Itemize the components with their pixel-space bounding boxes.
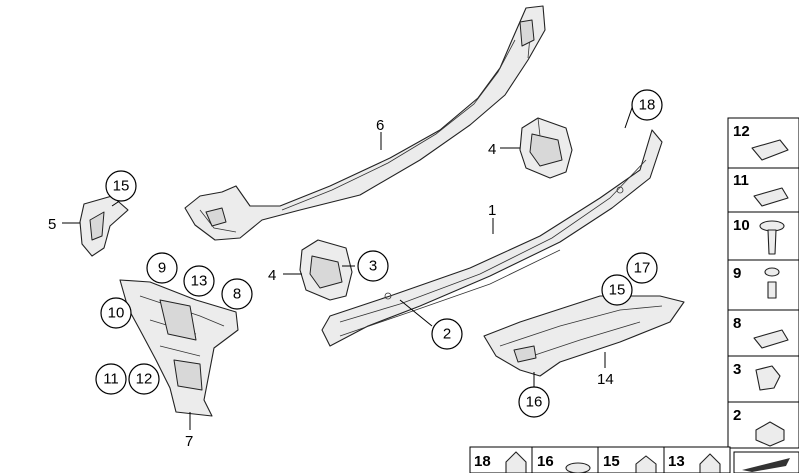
label-1: 1 xyxy=(488,202,496,219)
callout-11: 11 xyxy=(95,363,127,395)
label-4-lower: 4 xyxy=(268,267,276,284)
label-6: 6 xyxy=(376,117,384,134)
panel-item-13: 13 xyxy=(663,446,731,473)
svg-text:18: 18 xyxy=(474,453,491,470)
callout-8: 8 xyxy=(221,278,253,310)
svg-text:8: 8 xyxy=(233,286,241,303)
panel-item-11: 11 xyxy=(727,167,799,213)
bolt-9-icon xyxy=(767,281,777,299)
panel-item-8: 8 xyxy=(727,309,799,357)
part-4-upper-bracket xyxy=(519,117,573,179)
label-14: 14 xyxy=(597,371,614,388)
fastener-panel-right: 12 11 10 9 8 xyxy=(727,117,799,473)
hex-bolt-3-icon xyxy=(755,365,781,391)
part-1-bumper-beam xyxy=(321,129,663,347)
svg-text:8: 8 xyxy=(733,315,741,332)
part-6-carrier xyxy=(184,5,546,241)
part-labels: 6 4 1 5 4 14 7 xyxy=(48,117,614,450)
svg-text:10: 10 xyxy=(108,305,125,322)
svg-text:2: 2 xyxy=(733,407,741,424)
callout-2: 2 xyxy=(431,318,463,350)
svg-text:13: 13 xyxy=(191,273,208,290)
callout-17: 17 xyxy=(626,252,658,284)
leader-lines xyxy=(62,104,634,430)
callout-18: 18 xyxy=(631,89,663,121)
svg-text:13: 13 xyxy=(668,453,685,470)
svg-text:3: 3 xyxy=(733,361,741,378)
callout-10: 10 xyxy=(100,297,132,329)
diagram-reference-icon xyxy=(733,451,799,473)
part-4-lower-bracket xyxy=(299,239,353,301)
panel-item-2: 2 xyxy=(727,401,799,449)
callout-3: 3 xyxy=(357,250,389,282)
svg-text:15: 15 xyxy=(603,453,620,470)
svg-text:17: 17 xyxy=(634,260,651,277)
panel-item-15: 15 xyxy=(597,446,665,473)
panel-item-18: 18 xyxy=(469,446,533,473)
clip-nut-8-icon xyxy=(753,329,789,349)
callout-16: 16 xyxy=(518,386,550,418)
screw-16-icon xyxy=(565,462,591,473)
label-7: 7 xyxy=(185,433,193,450)
callout-9: 9 xyxy=(146,252,178,284)
nut-2-icon xyxy=(755,421,785,447)
nut-15-icon xyxy=(635,455,657,473)
svg-text:18: 18 xyxy=(639,97,656,114)
svg-text:11: 11 xyxy=(103,371,119,388)
callout-12: 12 xyxy=(128,363,160,395)
callout-13: 13 xyxy=(183,265,215,297)
screw-10-shaft-icon xyxy=(767,229,777,255)
fastener-panel-bottom: 18 16 15 13 xyxy=(469,446,731,473)
washer-9-icon xyxy=(764,267,780,277)
svg-text:2: 2 xyxy=(443,326,451,343)
svg-text:15: 15 xyxy=(113,178,130,195)
part-7-side-support xyxy=(119,279,239,417)
nut-13-icon xyxy=(699,453,721,473)
callouts: 18 15 3 9 13 8 10 11 12 2 17 15 16 xyxy=(95,89,663,418)
part-14-underbody-panel xyxy=(483,295,685,377)
nut-18-icon xyxy=(505,451,527,473)
clip-nut-11-icon xyxy=(753,187,789,207)
svg-text:10: 10 xyxy=(733,217,750,234)
label-5: 5 xyxy=(48,216,56,233)
svg-text:12: 12 xyxy=(733,123,750,140)
label-4-upper: 4 xyxy=(488,141,496,158)
clip-nut-12-icon xyxy=(751,139,789,161)
svg-text:16: 16 xyxy=(526,394,543,411)
svg-text:9: 9 xyxy=(158,260,166,277)
callout-15b: 15 xyxy=(601,274,633,306)
svg-text:16: 16 xyxy=(537,453,554,470)
svg-text:12: 12 xyxy=(136,371,153,388)
svg-text:11: 11 xyxy=(733,172,749,189)
panel-item-12: 12 xyxy=(727,117,799,169)
svg-text:15: 15 xyxy=(609,282,626,299)
panel-item-16: 16 xyxy=(531,446,599,473)
panel-item-3: 3 xyxy=(727,355,799,403)
part-5-bracket xyxy=(79,195,129,257)
callout-15: 15 xyxy=(105,170,137,202)
svg-text:3: 3 xyxy=(369,258,377,275)
panel-item-10: 10 xyxy=(727,211,799,261)
panel-item-9: 9 xyxy=(727,259,799,311)
svg-text:9: 9 xyxy=(733,265,741,282)
